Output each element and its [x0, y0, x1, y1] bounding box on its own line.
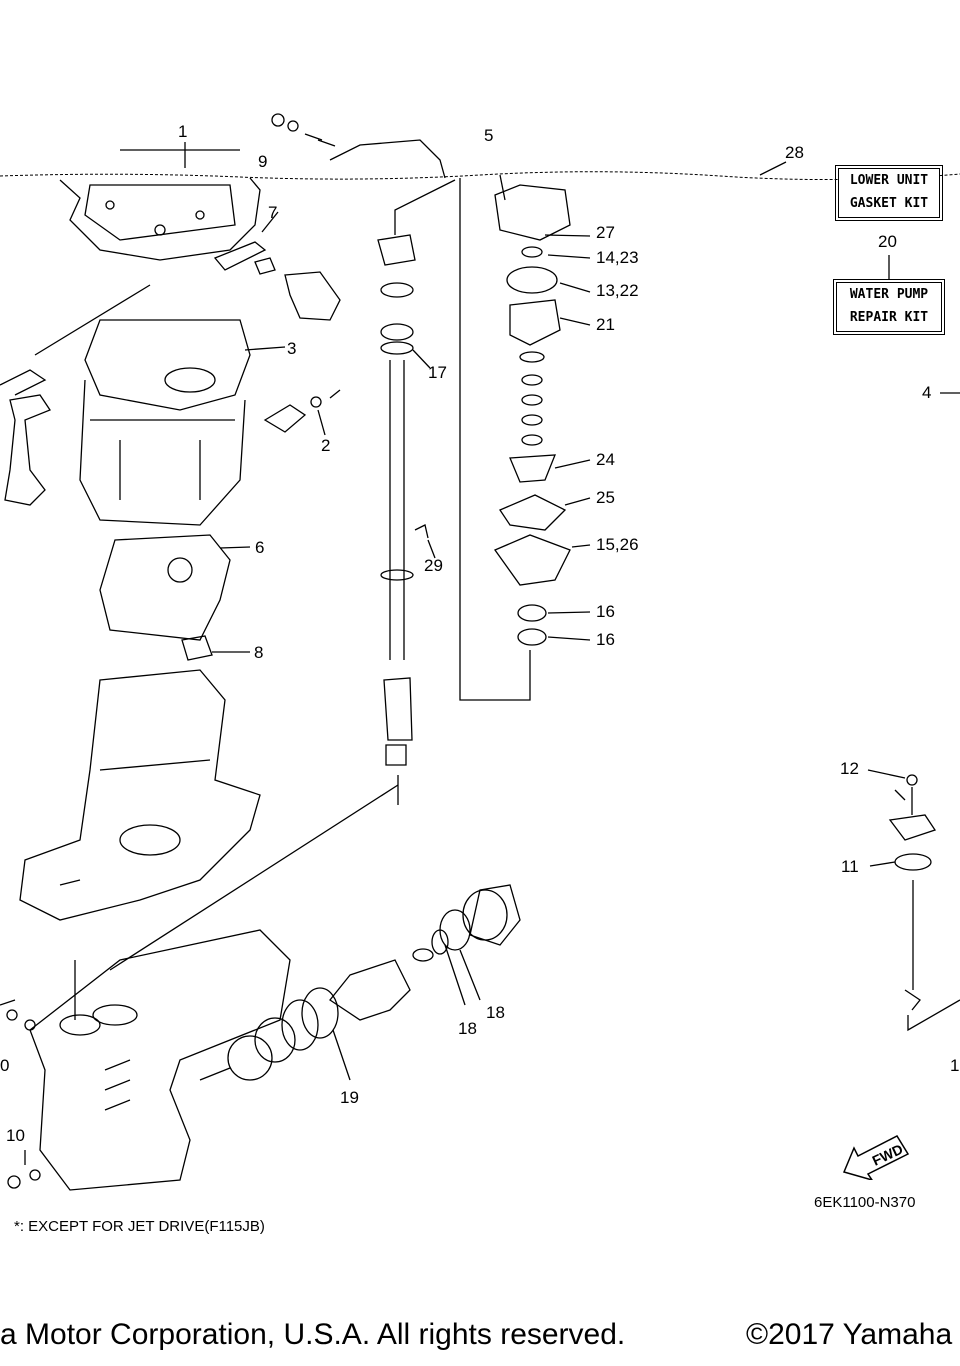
- callout-24: 24: [596, 450, 615, 469]
- callout-28: 28: [785, 143, 804, 162]
- lower-unit-gasket-kit-box: LOWER UNIT GASKET KIT: [835, 165, 943, 221]
- callout-29: 29: [424, 556, 443, 575]
- water-pump-group: [459, 174, 591, 701]
- forward-arrow-icon: FWD: [842, 1135, 910, 1180]
- bolts-left: [0, 999, 41, 1189]
- callout-2: 2: [321, 436, 331, 455]
- propeller-shaft-group: [199, 884, 521, 1081]
- callout-15-26: 15,26: [596, 535, 639, 554]
- kit-line-1: WATER PUMP: [849, 287, 929, 302]
- gasket-part-6: [99, 534, 251, 641]
- callout-6: 6: [255, 538, 265, 557]
- callout-14-23: 14,23: [596, 248, 639, 267]
- callout-18-a: 18: [458, 1019, 477, 1038]
- drawing-code: 6EK1100-N370: [814, 1194, 916, 1211]
- oil-strainer: [0, 284, 151, 506]
- callout-3: 3: [287, 339, 297, 358]
- kit-line-2: REPAIR KIT: [849, 310, 929, 325]
- callout-9: 9: [258, 152, 268, 171]
- callout-4: 4: [922, 383, 932, 402]
- callout-27: 27: [596, 223, 615, 242]
- callout-19: 19: [340, 1088, 359, 1107]
- drive-shaft-housing: [19, 669, 261, 921]
- copyright-left: a Motor Corporation, U.S.A. All rights r…: [0, 1318, 626, 1351]
- callout-5: 5: [484, 126, 494, 145]
- cover-part-7: [213, 211, 341, 321]
- callout-21: 21: [596, 315, 615, 334]
- upper-casing-part-1: [59, 142, 261, 261]
- kit-line-1: LOWER UNIT: [849, 173, 929, 188]
- callout-17: 17: [428, 363, 447, 382]
- callout-11: 11: [841, 857, 859, 876]
- footnote: *: EXCEPT FOR JET DRIVE(F115JB): [14, 1218, 265, 1235]
- callout-13-22: 13,22: [596, 281, 639, 300]
- callout-16-a: 16: [596, 602, 615, 621]
- callout-edge-1: 1: [950, 1056, 960, 1075]
- shift-rod-group: [867, 769, 960, 1032]
- kit-line-2: GASKET KIT: [849, 196, 929, 211]
- bolt-part-9: [271, 113, 446, 179]
- grommet-part-2: [263, 389, 341, 436]
- water-pump-repair-kit-box: WATER PUMP REPAIR KIT: [833, 279, 945, 335]
- callout-10-partial: 0: [0, 1056, 10, 1075]
- drive-shaft: [377, 179, 456, 805]
- callout-7: 7: [268, 203, 278, 222]
- lower-casing: [29, 784, 399, 1191]
- callout-10: 10: [6, 1126, 25, 1145]
- exhaust-guide-part-3: [79, 319, 286, 526]
- callout-18-b: 18: [486, 1003, 505, 1022]
- callout-1: 1: [178, 122, 188, 141]
- callout-12: 12: [840, 759, 859, 778]
- callout-8: 8: [254, 643, 264, 662]
- callout-20: 20: [878, 232, 897, 251]
- copyright-right: ©2017 Yamaha: [746, 1318, 953, 1351]
- callout-25: 25: [596, 488, 615, 507]
- callout-16-b: 16: [596, 630, 615, 649]
- seal-part-8: [181, 635, 250, 661]
